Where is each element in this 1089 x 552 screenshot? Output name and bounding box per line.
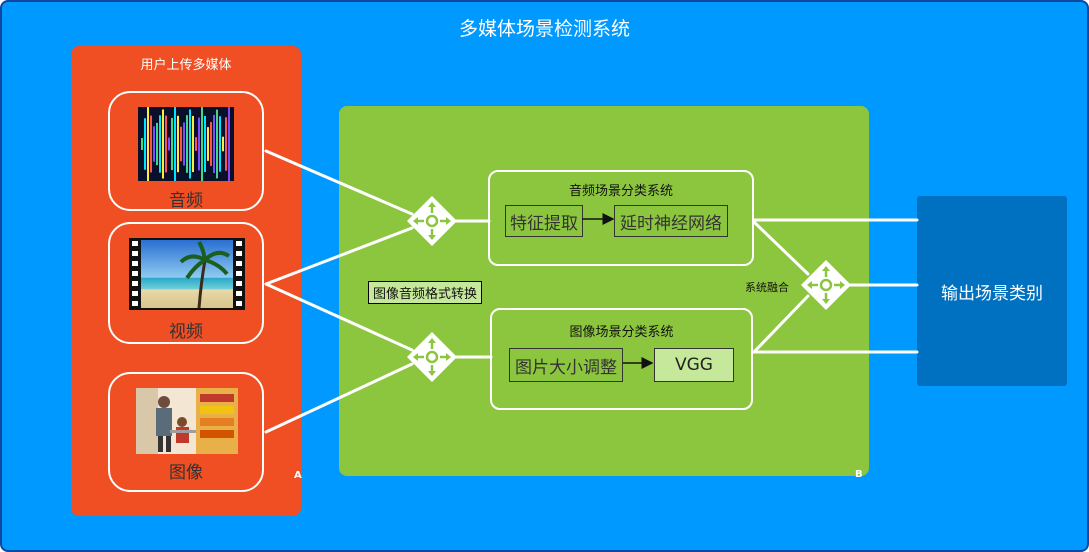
image-card[interactable]: 图像 xyxy=(108,372,264,492)
image-resize-step: 图片大小调整 xyxy=(509,348,623,382)
shopping-photo-icon xyxy=(136,388,238,454)
audio-system-to-fusion-line xyxy=(752,220,810,276)
upload-panel-title: 用户上传多媒体 xyxy=(140,58,232,73)
audio-card[interactable]: 音频 xyxy=(108,91,264,211)
film-strip-beach-icon xyxy=(129,238,245,310)
image-system-to-fusion-line xyxy=(752,294,810,354)
tdnn-step: 延时神经网络 xyxy=(614,205,728,237)
system-fusion-label: 系统融合 xyxy=(745,281,789,294)
image-router-icon xyxy=(407,332,457,382)
audio-to-router-line xyxy=(264,149,414,216)
format-conversion-label: 图像音频格式转换 xyxy=(368,281,483,304)
image-system-title: 图像场景分类系统 xyxy=(569,325,674,340)
diagram-title: 多媒体场景检测系统 xyxy=(458,18,630,40)
panel-b-corner-label: B xyxy=(855,469,863,480)
fusion-router-icon xyxy=(801,260,851,310)
audio-system-title: 音频场景分类系统 xyxy=(568,184,673,199)
audio-label: 音频 xyxy=(169,191,203,211)
video-to-audio-router-line xyxy=(264,226,414,286)
audio-router-icon xyxy=(407,196,457,246)
upload-panel: 用户上传多媒体 音频 xyxy=(71,46,302,516)
audio-scene-system: 音频场景分类系统 特征提取 延时神经网络 xyxy=(488,170,754,266)
output-scene-category: 输出场景类别 xyxy=(917,196,1067,386)
video-card[interactable]: 视频 xyxy=(108,222,264,344)
vgg-step: VGG xyxy=(654,348,734,382)
image-label: 图像 xyxy=(169,463,203,483)
video-to-image-router-line xyxy=(264,282,414,352)
image-to-router-line xyxy=(264,362,414,434)
video-label: 视频 xyxy=(169,322,203,342)
audio-waveform-icon xyxy=(138,107,234,181)
feature-extraction-step: 特征提取 xyxy=(505,205,583,237)
image-scene-system: 图像场景分类系统 图片大小调整 VGG xyxy=(490,308,753,410)
panel-a-corner-label: A xyxy=(294,470,302,481)
